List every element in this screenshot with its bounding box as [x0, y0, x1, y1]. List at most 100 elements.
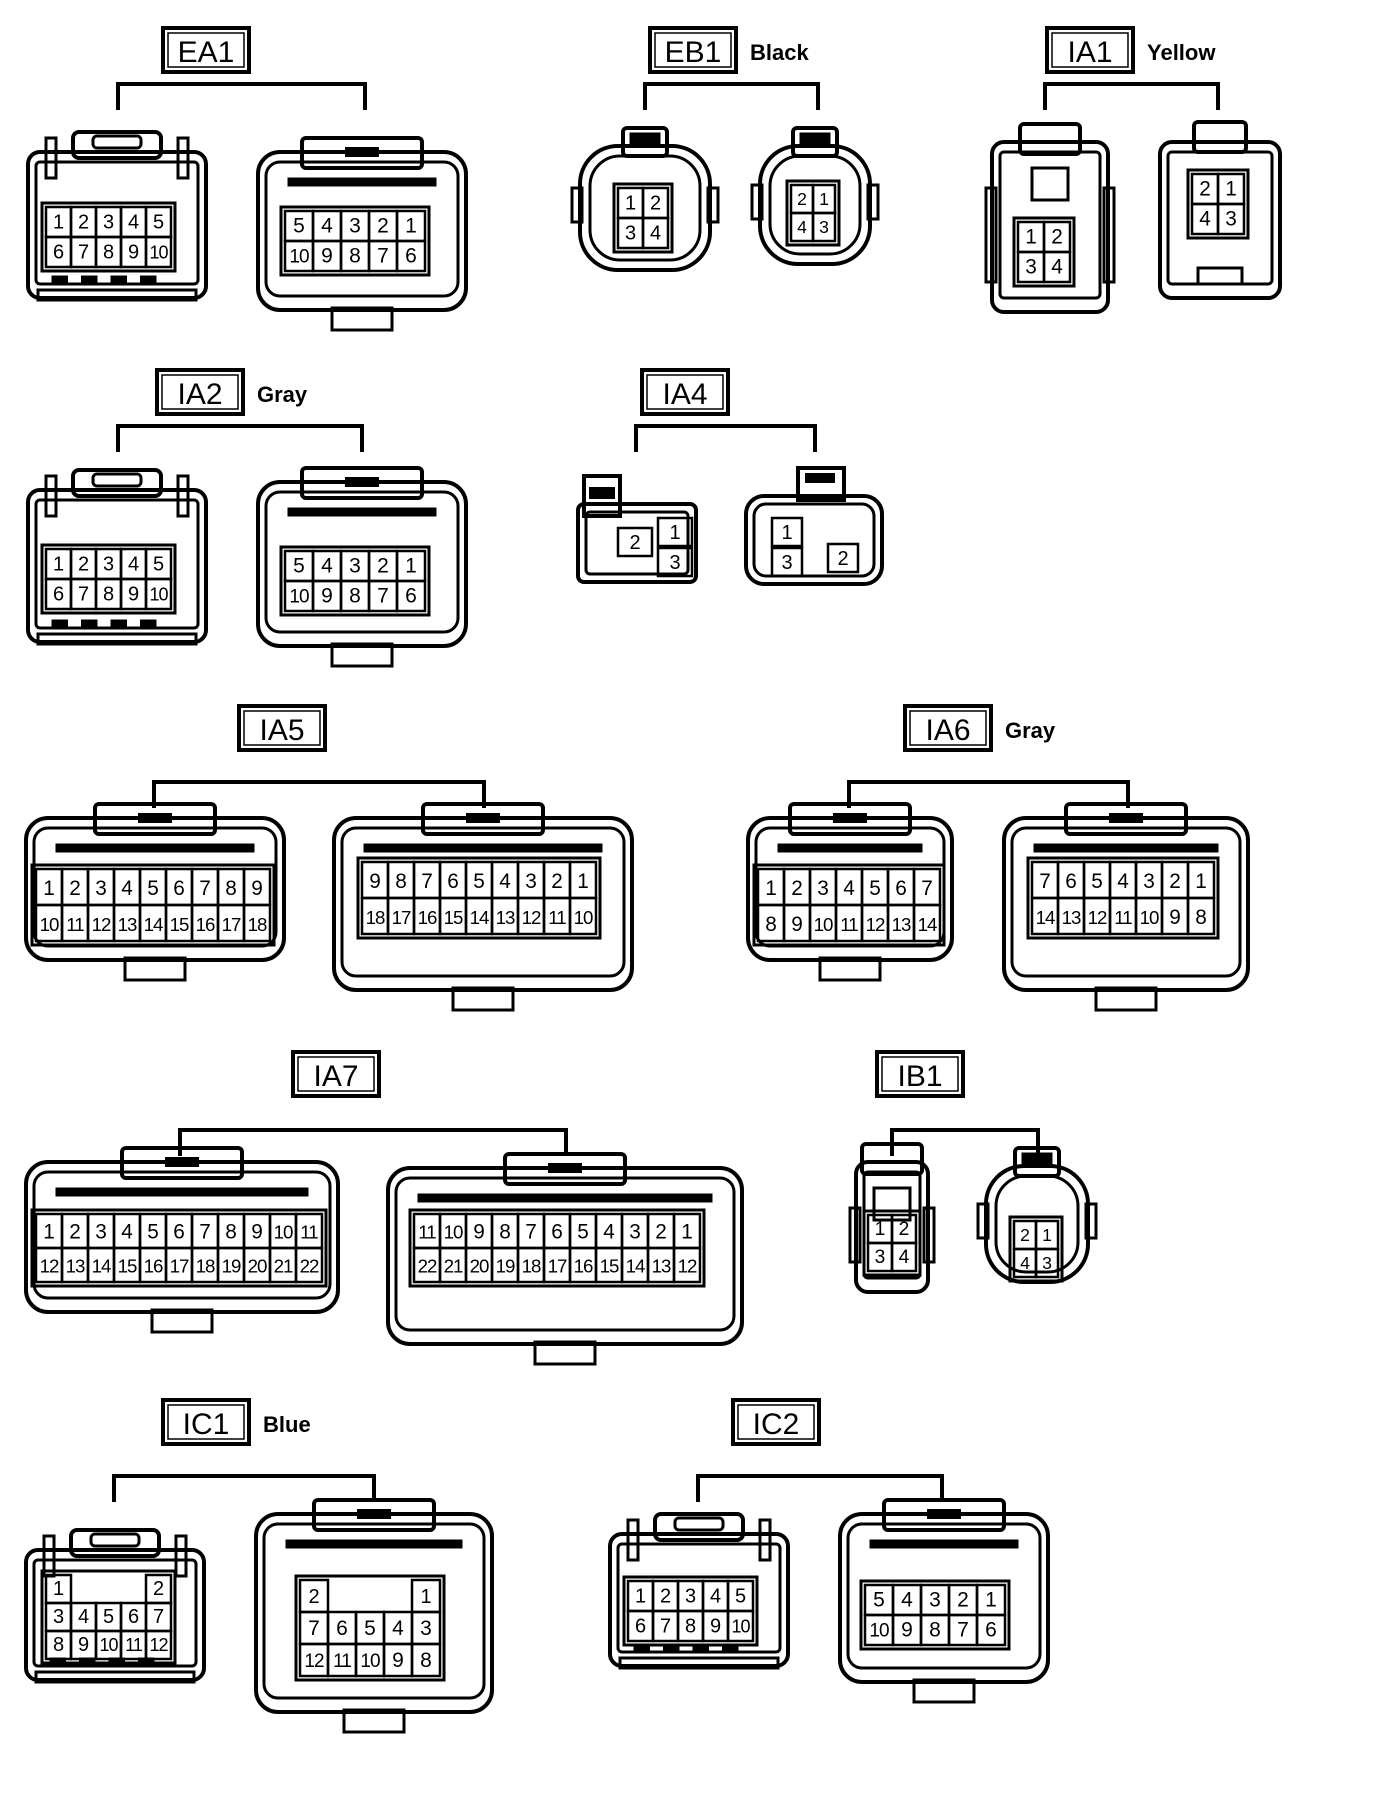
pin-number: 10	[814, 914, 833, 935]
pin-number: 1	[625, 193, 636, 215]
pin-number: 20	[470, 1255, 489, 1276]
pin-block-frame	[40, 201, 177, 273]
pin-cavity: 7	[298, 1610, 330, 1646]
pin-cavity: 17	[386, 896, 416, 936]
pin-cavity: 2	[60, 1212, 90, 1250]
pin-cavity: 4	[1190, 202, 1220, 236]
pin-cavity: 7	[144, 1601, 173, 1633]
pin-cavity: 3	[410, 1610, 442, 1646]
side-rib	[1102, 186, 1116, 284]
pin-cavity: 1	[1216, 172, 1246, 206]
pin-cavity: 2	[641, 186, 670, 220]
pin-cavity: 4	[112, 867, 142, 907]
pin-number: 4	[128, 554, 139, 576]
pin-cavity: 13	[60, 1246, 90, 1284]
pin-cavity: 5	[1082, 860, 1112, 900]
pin-block-frame	[622, 1575, 759, 1647]
pin-number: 1	[1042, 1225, 1052, 1245]
latch	[796, 466, 846, 502]
pin-cavity: 8	[339, 239, 371, 273]
lock-tab	[123, 956, 187, 982]
hood-rib	[55, 1187, 309, 1197]
pin-cavity: 10	[144, 235, 173, 269]
pin-cavity: 2	[367, 549, 399, 583]
base-rail	[36, 632, 198, 646]
pin-number: 4	[650, 223, 661, 245]
pin-cavity: 8	[44, 1629, 73, 1661]
connector-code-label: EA1	[161, 26, 251, 74]
pin-number: 6	[53, 584, 64, 606]
pin-number: 12	[1088, 907, 1107, 928]
pin-cavity: 2	[1160, 860, 1190, 900]
pin-number: 4	[392, 1617, 404, 1640]
pin-cavity: 7	[367, 239, 399, 273]
lock-tab	[1196, 266, 1244, 286]
pin-cavity: 7	[69, 577, 98, 611]
pin-number: 11	[125, 1635, 143, 1655]
pin-cavity: 3	[339, 549, 371, 583]
pin-cavity: 10	[354, 1642, 386, 1678]
pin-cavity: 15	[112, 1246, 142, 1284]
connector-code-label: IA6	[903, 704, 993, 752]
pin-number: 22	[300, 1255, 319, 1276]
guide-post	[176, 474, 190, 518]
pin-number: 7	[153, 1606, 164, 1628]
pin-cavity: 2	[144, 1573, 173, 1605]
housing-body	[854, 1160, 930, 1294]
pin-number: 5	[153, 554, 164, 576]
pin-number: 6	[405, 245, 417, 268]
housing-body	[608, 1532, 790, 1668]
latch-window	[1030, 166, 1070, 202]
pin-cavity: 1	[616, 186, 645, 220]
pin-number: 6	[635, 1616, 646, 1638]
pin-number: 1	[681, 1220, 693, 1243]
pin-number: 17	[170, 1255, 189, 1276]
pin-cavity: 7	[69, 235, 98, 269]
pin-number: 3	[525, 870, 537, 893]
lock-tab	[342, 1708, 406, 1734]
pin-number: 8	[929, 1619, 941, 1642]
latch-slot	[805, 473, 835, 483]
pin-number: 15	[600, 1255, 619, 1276]
pin-number: 4	[1020, 1253, 1030, 1273]
pin-number: 8	[349, 585, 361, 608]
pin-cavity: 4	[891, 1583, 923, 1617]
pin-number: 2	[377, 555, 389, 578]
pin-cavity: 2	[1012, 1219, 1038, 1251]
pin-cavity: 17	[216, 903, 246, 943]
pin-number: 6	[128, 1606, 139, 1628]
pin-number: 9	[321, 585, 333, 608]
pin-cavity: 1	[811, 183, 837, 215]
pin-cavity: 10	[34, 903, 64, 943]
pin-number: 10	[289, 587, 309, 608]
pin-cavity: 6	[438, 860, 468, 900]
pairing-bracket	[116, 82, 367, 110]
pin-number: 7	[377, 585, 389, 608]
pin-number: 8	[225, 877, 237, 900]
pin-number: 18	[522, 1255, 541, 1276]
pin-number: 2	[791, 877, 803, 900]
pin-number: 6	[336, 1617, 348, 1640]
lock-tab	[818, 956, 882, 982]
pin-number: 8	[349, 245, 361, 268]
pin-cavity: 3	[339, 209, 371, 243]
pin-cavity: 20	[464, 1246, 494, 1284]
pin-number: 14	[1036, 907, 1055, 928]
pin-cavity: 3	[1016, 250, 1046, 284]
pin-number: 1	[43, 1220, 55, 1243]
hood-rib	[55, 843, 255, 853]
pin-number: 11	[333, 1651, 351, 1672]
pin-number: 1	[53, 1578, 64, 1600]
latch	[860, 1142, 924, 1176]
pin-number: 5	[869, 877, 881, 900]
pin-block-frame	[294, 1574, 446, 1682]
pin-cavity: 5	[283, 549, 315, 583]
pin-number: 4	[321, 215, 333, 238]
pin-number: 8	[103, 584, 114, 606]
pin-cavity: 11	[412, 1212, 442, 1250]
pin-number: 2	[78, 212, 89, 234]
pin-cavity: 4	[1108, 860, 1138, 900]
pin-cavity: 8	[1186, 896, 1216, 936]
